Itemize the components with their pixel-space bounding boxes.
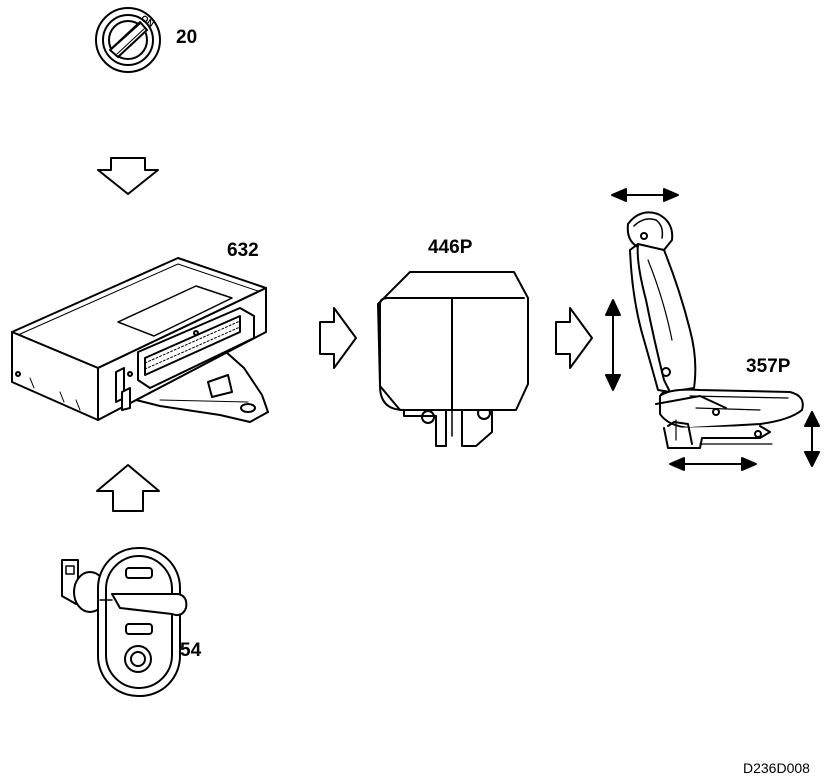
door-switch	[61, 547, 188, 697]
label-seat: 357P	[746, 356, 791, 377]
double-arrow-vertical-right	[804, 411, 820, 467]
relay	[377, 271, 529, 447]
label-control-unit: 632	[227, 240, 259, 261]
arrow-down	[97, 157, 159, 195]
double-arrow-horizontal-top	[611, 188, 679, 202]
double-arrow-vertical-left	[605, 299, 621, 391]
arrow-right-2	[555, 307, 593, 369]
label-relay: 446P	[428, 237, 473, 258]
figure-reference: D236D008	[743, 760, 810, 776]
ignition-switch: ON	[95, 7, 161, 73]
control-unit	[11, 257, 269, 423]
arrow-up	[96, 464, 160, 512]
arrow-right-1	[319, 307, 357, 369]
label-door-switch: 54	[180, 640, 202, 661]
seat	[626, 211, 804, 449]
double-arrow-horizontal-bottom	[669, 457, 757, 471]
label-ignition-switch: 20	[176, 27, 198, 48]
